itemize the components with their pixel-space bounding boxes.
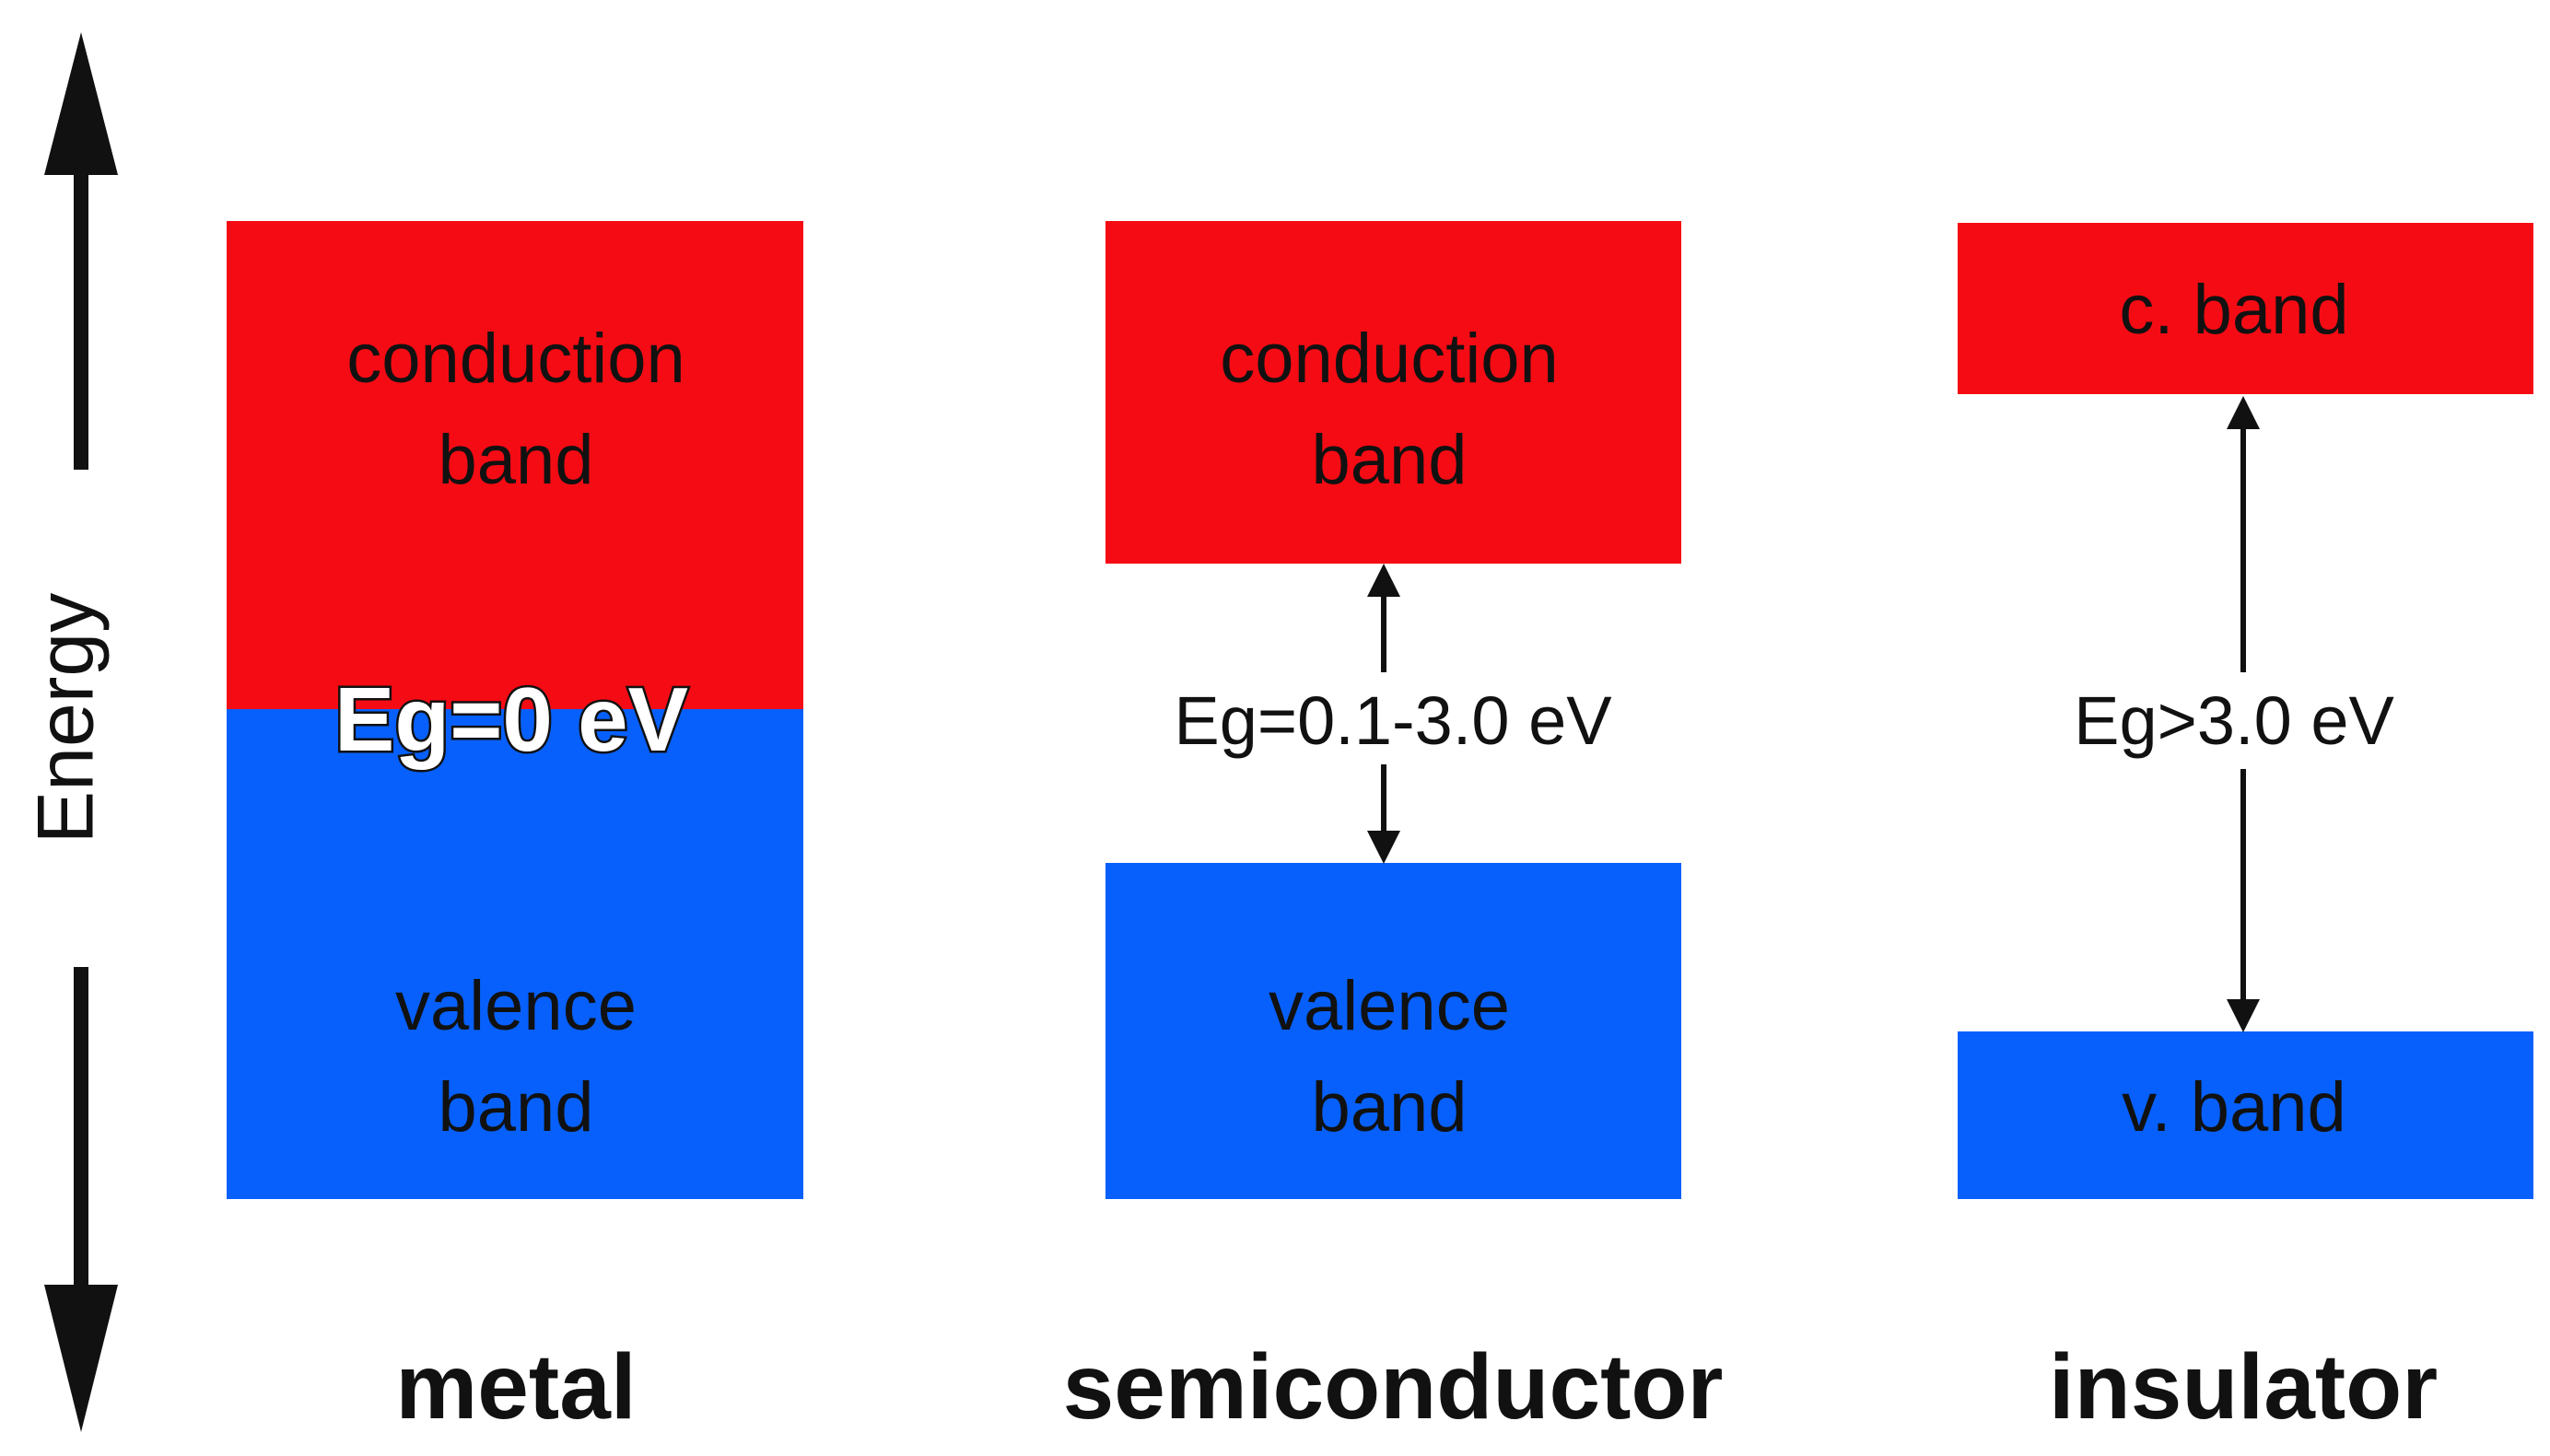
semiconductor-column: conduction band Eg=0.1-3.0 eV valence ba… — [1063, 221, 1724, 1439]
metal-valence-band — [227, 709, 803, 1199]
metal-valence-label-line1: valence — [395, 967, 637, 1045]
metal-name: metal — [395, 1335, 636, 1439]
energy-axis-down-arrowhead — [44, 1285, 118, 1432]
semiconductor-conduction-label-line1: conduction — [1220, 320, 1559, 398]
metal-valence-label-line2: band — [438, 1068, 593, 1147]
insulator-valence-label: v. band — [2122, 1068, 2346, 1147]
energy-axis: Energy — [22, 32, 118, 1432]
insulator-gap-label: Eg>3.0 eV — [2074, 682, 2394, 759]
metal-column: conduction band Eg=0 eV valence band met… — [227, 221, 803, 1439]
semiconductor-valence-band — [1105, 863, 1681, 1199]
semiconductor-valence-label-line2: band — [1311, 1068, 1467, 1147]
semiconductor-name: semiconductor — [1063, 1335, 1724, 1439]
metal-conduction-band — [227, 221, 803, 709]
semiconductor-conduction-band — [1105, 221, 1681, 564]
insulator-name: insulator — [2049, 1335, 2438, 1439]
semiconductor-gap-label: Eg=0.1-3.0 eV — [1174, 682, 1612, 759]
metal-conduction-label-line1: conduction — [346, 320, 685, 398]
insulator-column: c. band Eg>3.0 eV v. band insulator — [1958, 223, 2533, 1439]
semiconductor-conduction-label-line2: band — [1311, 421, 1467, 499]
insulator-valence-band — [1958, 1031, 2533, 1199]
metal-gap-label: Eg=0 eV — [334, 669, 688, 770]
energy-axis-label: Energy — [22, 593, 111, 844]
semiconductor-valence-label-line1: valence — [1269, 967, 1510, 1045]
metal-conduction-label-line2: band — [438, 421, 593, 499]
insulator-conduction-band — [1958, 223, 2533, 394]
energy-axis-up-arrowhead — [44, 32, 118, 175]
insulator-conduction-label: c. band — [2119, 271, 2348, 349]
